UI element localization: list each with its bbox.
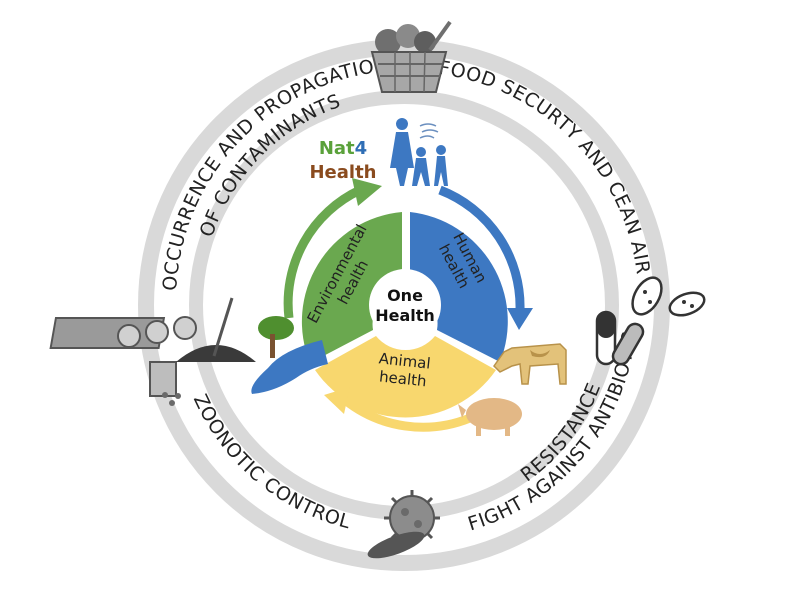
pills-icon: [595, 310, 645, 366]
parasite-icon: [367, 531, 425, 559]
arrow-yellow-head: [324, 387, 350, 414]
segment-label-animal: Animal: [378, 349, 432, 372]
cow-icon: [493, 343, 567, 385]
arrow-green: [283, 185, 362, 319]
treatment-plant-icon: [49, 316, 197, 406]
center-hub: [369, 269, 441, 341]
family-icon: [390, 118, 448, 186]
segment-label-animal-health: health: [378, 368, 427, 391]
arrow-green-head: [352, 178, 382, 206]
tree-icon: [258, 316, 294, 358]
arrow-yellow: [342, 396, 472, 432]
basket-icon: [370, 20, 452, 93]
nat4-logo-nat: Nat: [318, 138, 355, 159]
nat4-logo-health: Health: [309, 162, 377, 183]
segment-environmental: [301, 212, 402, 363]
pig-icon: [458, 398, 522, 436]
nat4-health-logo: Nat4 Health: [298, 137, 388, 185]
segment-human: [410, 212, 508, 362]
bacteria-icon: [631, 276, 706, 317]
nat4-logo-four: 4: [354, 138, 368, 159]
river-icon: [251, 340, 328, 394]
arrow-blue: [438, 185, 525, 311]
arrow-blue-head: [507, 308, 533, 330]
soil-shovel-icon: [176, 297, 256, 362]
center-label-one: One: [387, 286, 423, 305]
segment-animal: [315, 336, 496, 418]
center-label-health: Health: [375, 306, 435, 325]
